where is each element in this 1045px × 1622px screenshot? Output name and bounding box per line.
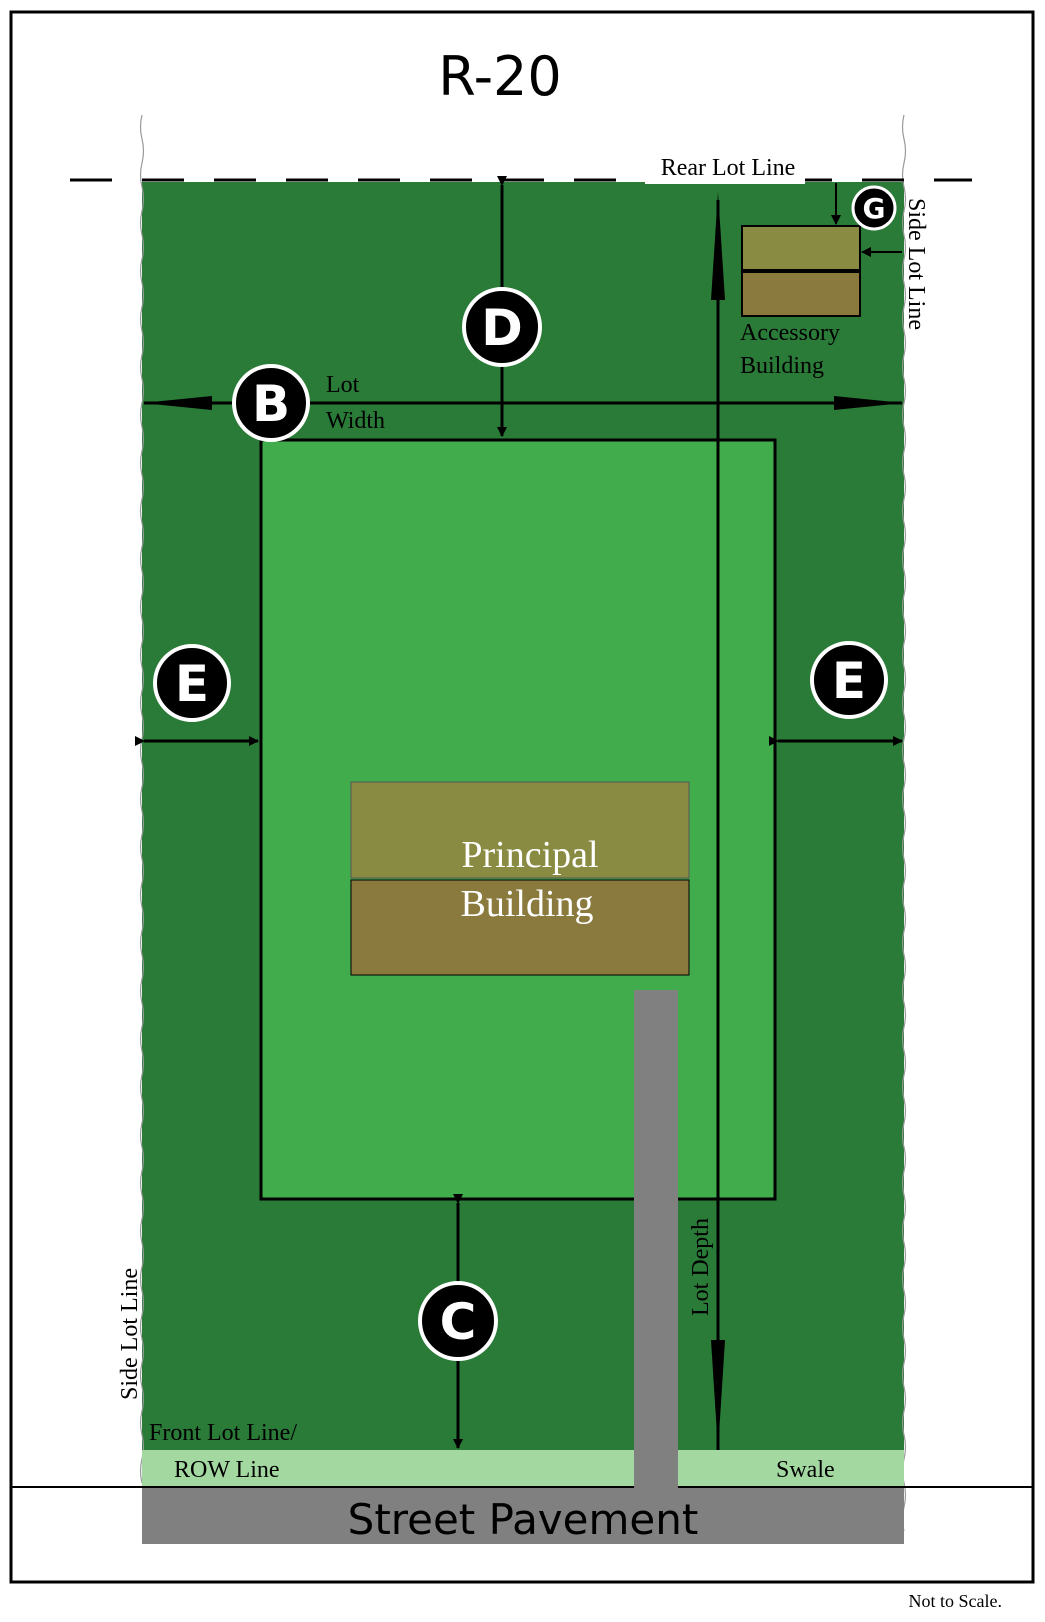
lot-depth-arrow-bottom <box>711 1340 725 1450</box>
marker-d: D <box>462 287 542 367</box>
lot-depth-arrow-top <box>711 192 725 300</box>
marker-c: C <box>418 1281 498 1361</box>
side-lot-line-left-label: Side Lot Line <box>117 1268 143 1400</box>
marker-e-left: E <box>153 644 231 722</box>
marker-b-letter: B <box>252 375 290 433</box>
driveway <box>634 990 678 1488</box>
marker-g: G <box>851 185 897 231</box>
principal-building-top <box>350 781 690 879</box>
lot-width-arrow-left <box>142 396 212 410</box>
front-lot-line-label-1: Front Lot Line/ <box>149 1420 297 1446</box>
side-lot-line-left <box>139 114 145 1484</box>
lot-depth-label: Lot Depth <box>688 1218 714 1316</box>
marker-e-right-letter: E <box>832 652 866 710</box>
marker-e-left-letter: E <box>175 655 209 713</box>
marker-c-letter: C <box>440 1293 477 1351</box>
accessory-building-top <box>741 225 861 271</box>
principal-building-bottom <box>350 879 690 976</box>
lot-width-label-2: Width <box>326 408 385 434</box>
rear-lot-line-label: Rear Lot Line <box>661 155 796 181</box>
zoning-title: R-20 <box>438 45 562 108</box>
marker-b: B <box>232 364 310 442</box>
not-to-scale-note: Not to Scale. <box>909 1591 1002 1611</box>
swale-strip <box>142 1450 904 1486</box>
lot-width-arrow-right <box>834 396 904 410</box>
street-pavement-label: Street Pavement <box>348 1495 699 1544</box>
marker-d-letter: D <box>481 299 523 357</box>
side-lot-line-right-label: Side Lot Line <box>903 198 929 330</box>
front-lot-line-label-2: ROW Line <box>174 1457 280 1483</box>
rear-lot-line-label-bg <box>645 166 805 184</box>
marker-e-right: E <box>810 641 888 719</box>
street-pavement <box>142 1488 904 1544</box>
accessory-building-label-1: Accessory <box>740 320 840 346</box>
principal-building-label-2: Building <box>460 883 593 925</box>
swale-label: Swale <box>776 1457 835 1483</box>
principal-building-label-1: Principal <box>461 834 598 876</box>
side-lot-line-right <box>901 114 907 1532</box>
accessory-building-bottom <box>741 271 861 317</box>
accessory-building-label-2: Building <box>740 353 824 379</box>
marker-g-letter: G <box>863 192 886 225</box>
lot-width-label-1: Lot <box>326 372 360 398</box>
